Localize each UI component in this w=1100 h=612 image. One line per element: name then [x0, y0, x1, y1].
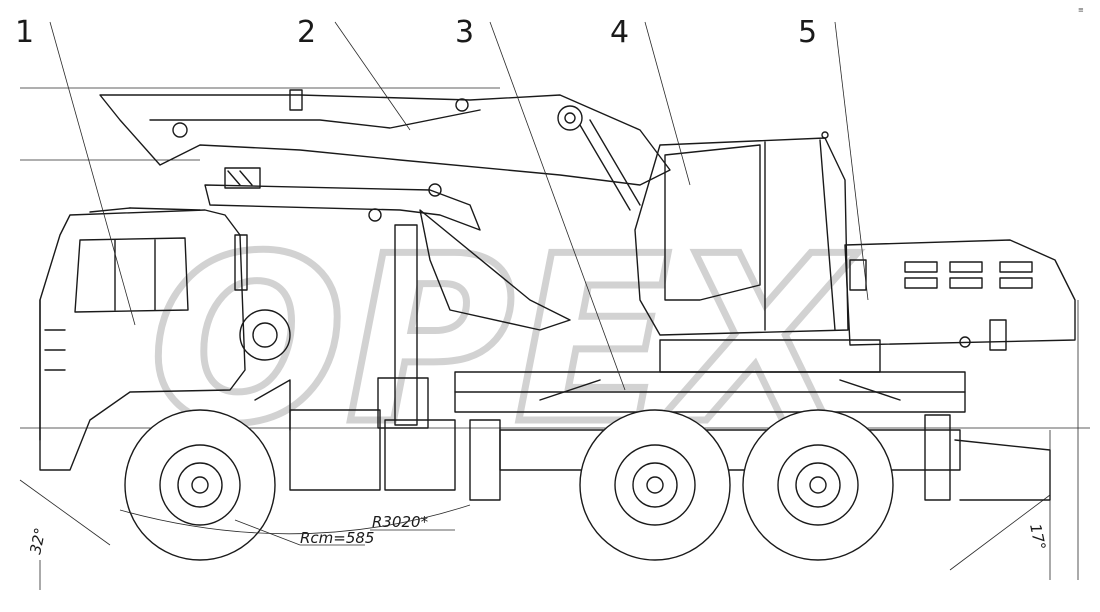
watermark-logo: OPEX	[150, 208, 858, 475]
angle-rear-label: 17°	[1026, 522, 1049, 552]
crane-boom	[99, 89, 671, 331]
callout-2: 2	[297, 15, 316, 50]
engine-block	[239, 309, 456, 491]
truck-cab	[39, 207, 248, 471]
callout-5: 5	[798, 15, 817, 50]
front-wheel	[124, 409, 276, 561]
chassis-frame	[454, 339, 1051, 501]
callout-3: 3	[455, 15, 474, 50]
rear-wheel	[742, 409, 894, 561]
angle-front-label: 32°	[26, 526, 49, 556]
wheel-radius-label: Rcm=585	[300, 529, 374, 547]
operator-cab	[634, 131, 849, 336]
crane-column	[377, 224, 429, 429]
corner-mark: ≡	[1078, 6, 1084, 14]
turn-radius-label: R3020*	[372, 513, 429, 531]
callout-1: 1	[15, 15, 34, 50]
callout-4: 4	[610, 15, 629, 50]
engine-housing	[844, 239, 1076, 351]
callout-leaders	[49, 21, 869, 391]
middle-wheel	[579, 409, 731, 561]
